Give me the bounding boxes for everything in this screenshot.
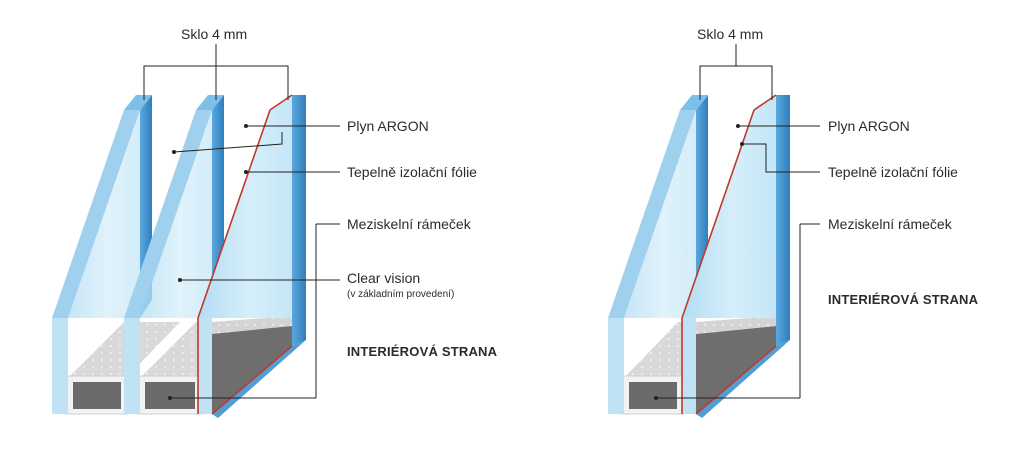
right-argon-label: Plyn ARGON	[828, 118, 910, 134]
left-pane-1	[52, 95, 152, 414]
right-foil-line	[681, 94, 777, 319]
left-side-label: INTERIÉROVÁ STRANA	[347, 344, 498, 359]
left-clear-sublabel: (v základním provedení)	[347, 289, 455, 300]
left-glass-label: Sklo 4 mm	[181, 26, 248, 42]
left-foil-line	[197, 94, 293, 319]
right-pane-1	[608, 95, 708, 414]
left-pane-2	[124, 95, 224, 414]
right-foil-label: Tepelně izolační fólie	[828, 164, 958, 180]
left-spacer-3	[212, 316, 292, 414]
left-argon-label: Plyn ARGON	[347, 118, 429, 134]
right-side-label: INTERIÉROVÁ STRANA	[828, 292, 979, 307]
right-unit	[608, 44, 820, 418]
left-pane-3	[197, 94, 306, 418]
left-unit	[52, 44, 340, 418]
right-leaders	[656, 44, 820, 399]
right-spacer-2	[696, 316, 776, 414]
left-leader-dots	[168, 124, 248, 400]
left-foil-label: Tepelně izolační fólie	[347, 164, 477, 180]
left-leaders	[143, 44, 340, 399]
right-leader-dots	[654, 124, 744, 400]
right-spacer-label: Meziskelní rámeček	[828, 216, 952, 232]
left-clear-label: Clear vision	[347, 270, 421, 286]
left-spacer-label: Meziskelní rámeček	[347, 216, 471, 232]
right-glass-label: Sklo 4 mm	[697, 26, 764, 42]
